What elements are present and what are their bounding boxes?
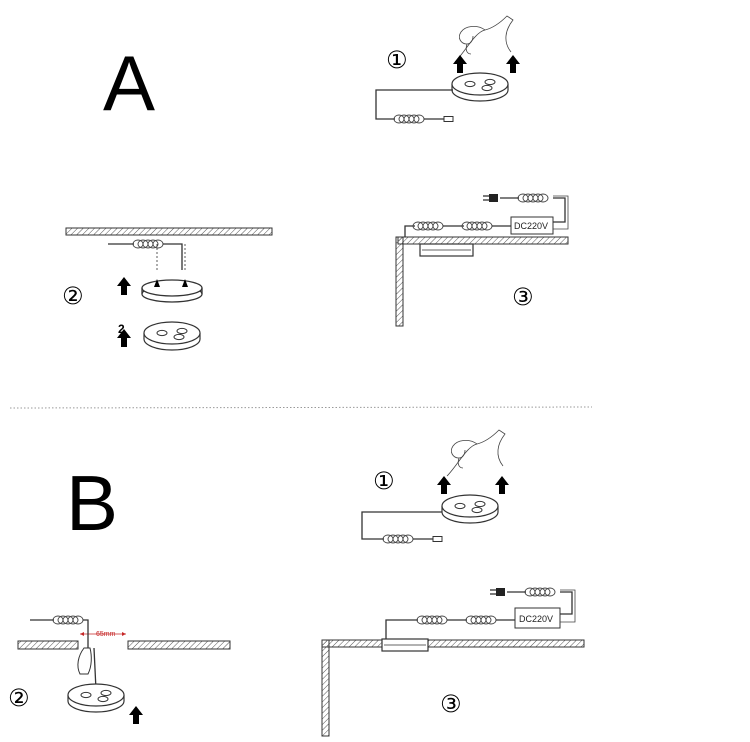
cable-coil-icon [412, 221, 444, 231]
cable-coil-icon [416, 615, 448, 625]
cutout-dimension: 65mm [96, 631, 116, 638]
step-b3-number: ③ [440, 690, 462, 718]
step-b1-illustration: ① [361, 429, 509, 544]
driver-label: DC220V [514, 221, 548, 231]
cable-coil-icon [132, 239, 164, 249]
cabinet-shelf-left [321, 639, 383, 648]
puck-light-icon [143, 321, 201, 351]
cable-coil-icon [52, 615, 84, 625]
hand-icon [446, 429, 506, 477]
screw-icon [182, 279, 188, 287]
puck-light-icon [67, 683, 125, 713]
puck-light-icon [441, 494, 499, 524]
cable-coil-icon [461, 221, 493, 231]
step-b2-number: ② [8, 684, 30, 712]
hand-icon [454, 15, 514, 63]
screw-icon [154, 279, 160, 287]
spring-clip-icon [77, 647, 92, 675]
step-a2-number: ② [62, 282, 84, 310]
up-arrow-icon [453, 55, 467, 73]
ceiling-panel-right [127, 640, 231, 650]
up-arrow-icon [506, 55, 520, 73]
power-cable [361, 511, 442, 540]
up-arrow-icon [437, 476, 451, 494]
section-a-letter: A [103, 39, 155, 127]
power-cable [375, 89, 453, 120]
step-b3-illustration: DC220V ③ [321, 587, 585, 737]
cabinet-shelf [397, 236, 569, 245]
step-a2-illustration: 2 ② [62, 227, 273, 351]
ceiling-panel [65, 227, 273, 236]
puck-light-icon [451, 72, 509, 102]
up-arrow-icon [495, 476, 509, 494]
cabinet-wall [321, 639, 330, 737]
up-arrow-icon [117, 277, 131, 295]
cabinet-wall [395, 236, 404, 327]
step-b2-illustration: 65mm ② [8, 615, 231, 724]
step-a1-illustration: ① [375, 15, 520, 124]
section-b-letter: B [66, 459, 118, 547]
cable-connector-icon [443, 116, 454, 122]
plug-icon [496, 588, 505, 596]
step-a1-number: ① [386, 46, 408, 74]
cable-coil-icon [465, 615, 497, 625]
up-arrow-icon [129, 706, 143, 724]
cabinet-shelf-right [427, 639, 585, 648]
step-a3-illustration: DC220V ③ [395, 193, 569, 327]
cable-coil-icon [393, 114, 425, 124]
ceiling-panel-left [17, 640, 79, 650]
cable-coil-icon [517, 193, 549, 203]
step-a3-number: ③ [512, 283, 534, 311]
arrow-order-label: 2 [118, 322, 125, 336]
driver-box [510, 216, 554, 235]
section-divider [9, 406, 593, 409]
step-b1-number: ① [373, 467, 395, 495]
cable-connector-icon [432, 536, 443, 542]
driver-label: DC220V [519, 614, 553, 624]
driver-box [514, 607, 561, 629]
cable-coil-icon [382, 534, 414, 544]
plug-icon [489, 194, 498, 202]
cable-coil-icon [524, 587, 556, 597]
